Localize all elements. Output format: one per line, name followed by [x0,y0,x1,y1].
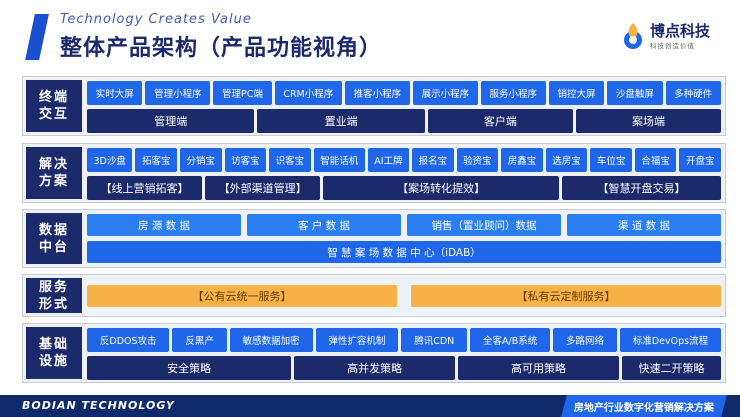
row-terminal-interaction: 终端交互 实时大屏 管理小程序 管理PC端 CRM小程序 推客小程序 展示小程序… [22,76,726,136]
chip-sales-data: 销售（置业顾问）数据 [407,214,561,236]
chip-realtime-screen: 实时大屏 [87,81,143,105]
chip-elastic-scaling: 弹性扩容机制 [315,328,399,352]
chip-tencent-cdn: 腾讯CDN [401,328,468,352]
page-subtitle: Technology Creates Value [60,12,252,27]
chip-mgmt-pc: 管理PC端 [213,81,272,105]
footer-bar: BODIAN TECHNOLOGY 房地产行业数字化营销解决方案 [0,395,740,417]
chip-mgmt-end: 管理端 [87,109,255,133]
logo-mark-icon [624,23,642,49]
chip-property-data: 房 源 数 据 [87,214,241,236]
chip-channel-data: 渠 道 数 据 [567,214,721,236]
chip-quick-dev-policy: 快速二开策略 [621,356,721,380]
row-label: 终端交互 [26,80,82,132]
chip-hardware: 多种硬件 [665,81,721,105]
chip-mgmt-miniapp: 管理小程序 [145,81,211,105]
chip-crm-miniapp: CRM小程序 [274,81,342,105]
title-accent-bar [25,14,49,60]
chip-devops: 标准DevOps流程 [619,328,721,352]
chip-concurrency-policy: 高并发策略 [294,356,456,380]
chip-service-miniapp: 服务小程序 [480,81,546,105]
row-service-form: 服务形式 【公有云统一服务】 【私有云定制服务】 [22,274,726,317]
chip-kaipanbao: 开盘宝 [679,148,722,172]
chip-cheweibao: 车位宝 [590,148,632,172]
chip-tuokebao: 拓客宝 [135,148,177,172]
chip-public-cloud: 【公有云统一服务】 [87,285,397,307]
chip-xuanfangbao: 选房宝 [545,148,588,172]
chip-security-policy: 安全策略 [87,356,292,380]
logo-slogan: 科技创造价值 [650,42,695,50]
chip-private-cloud: 【私有云定制服务】 [411,285,721,307]
chip-yanzibao: 验资宝 [456,148,499,172]
chip-online-marketing: 【线上营销拓客】 [87,176,203,200]
chip-fenxiaobao: 分销宝 [179,148,222,172]
chip-idab-center: 智 慧 案 场 数 据 中 心（iDAB） [87,241,721,263]
chip-anti-fraud: 反黑产 [172,328,227,352]
chip-anti-ddos: 反DDOS攻击 [87,328,170,352]
chip-smart-opening: 【智慧开盘交易】 [562,176,721,200]
footer-tagline: 房地产行业数字化营销解决方案 [574,402,714,414]
chip-ab-system: 全客A/B系统 [470,328,551,352]
chip-multipath-network: 多路网络 [553,328,617,352]
chip-promoter-miniapp: 推客小程序 [344,81,410,105]
footer-tagline-box: 房地产行业数字化营销解决方案 [561,395,727,417]
company-logo: 博点科技 科技创造价值 [622,18,722,58]
row-label: 数据中台 [26,213,82,264]
row-label: 服务形式 [26,278,82,313]
chip-smart-phone: 智能话机 [313,148,365,172]
chip-consultant-end: 置业端 [257,109,425,133]
chip-display-miniapp: 展示小程序 [412,81,478,105]
chip-data-encryption: 敏感数据加密 [229,328,313,352]
chip-availability-policy: 高可用策略 [458,356,619,380]
row-label: 基础设施 [26,327,82,379]
chip-3d-sandtable: 3D沙盘 [87,148,133,172]
chip-hefubao: 合福宝 [634,148,677,172]
chip-sales-screen: 销控大屏 [548,81,605,105]
chip-customer-data: 客 户 数 据 [247,214,401,236]
chip-sandtable-touch: 沙盘触屏 [607,81,663,105]
chip-customer-end: 客户端 [427,109,573,133]
chip-site-conversion: 【案场转化提效】 [323,176,559,200]
row-data-platform: 数据中台 房 源 数 据 客 户 数 据 销售（置业顾问）数据 渠 道 数 据 … [22,209,726,268]
footer-brand: BODIAN TECHNOLOGY [22,399,175,412]
row-solutions: 解决方案 3D沙盘 拓客宝 分销宝 访客宝 识客宝 智能话机 AI工牌 报名宝 … [22,143,726,203]
chip-fangxinbao: 房鑫宝 [501,148,543,172]
chip-site-end: 案场端 [575,109,721,133]
logo-name: 博点科技 [650,22,711,40]
chip-fangkebao: 访客宝 [224,148,267,172]
chip-channel-mgmt: 【外部渠道管理】 [205,176,321,200]
chip-baomingbao: 报名宝 [412,148,454,172]
page-title: 整体产品架构（产品功能视角） [60,36,383,61]
chip-ai-badge: AI工牌 [367,148,410,172]
chip-shikebao: 识客宝 [269,148,311,172]
row-label: 解决方案 [26,147,82,199]
row-infrastructure: 基础设施 反DDOS攻击 反黑产 敏感数据加密 弹性扩容机制 腾讯CDN 全客A… [22,323,726,383]
